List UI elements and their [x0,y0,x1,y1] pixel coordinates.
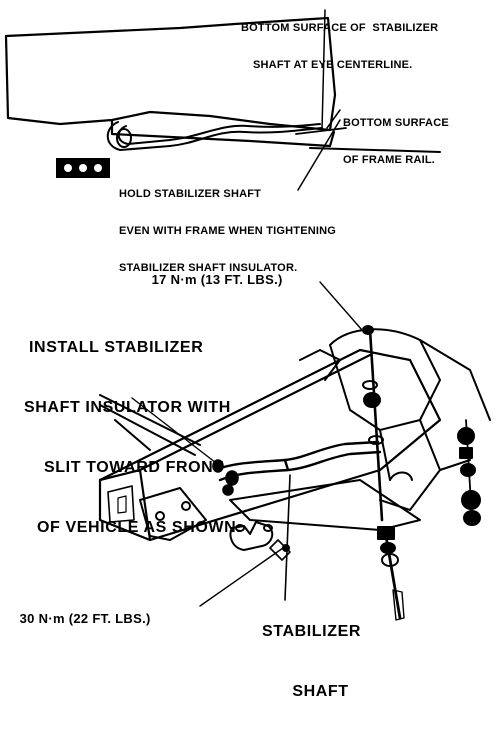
top-detail-leaders [297,9,341,191]
main-frame-rail [98,348,442,542]
lower-control-arm [229,471,421,531]
stabilizer-diagram: BOTTOM SURFACE OF STABILIZER SHAFT AT EY… [4,9,491,700]
label-install-insulator: INSTALL STABILIZER SHAFT INSULATOR WITH … [24,339,242,536]
label-torque-top: 17 N·m (13 FT. LBS.) [151,271,283,287]
label-stabilizer-shaft: STABILIZER SHAFT [262,623,362,700]
mounted-insulator [212,459,239,496]
link-bolt-right [457,419,481,526]
diagram-artwork [4,9,491,621]
label-bottom-frame: BOTTOM SURFACE OF FRAME RAIL. [343,116,449,166]
label-bottom-eye: BOTTOM SURFACE OF STABILIZER SHAFT AT EY… [241,21,439,71]
legend-badge-icon [56,158,110,178]
main-leaders [131,281,363,607]
label-torque-bottom: 30 N·m (22 FT. LBS.) [19,610,151,626]
stabilizer-eye [106,121,347,151]
crossmember [99,394,201,456]
legend-dot-icon [94,164,102,172]
stabilizer-shaft [213,440,382,482]
link-bolt-lower [377,526,405,621]
frame-rail-detail [4,16,441,153]
label-hold-shaft: HOLD STABILIZER SHAFT EVEN WITH FRAME WH… [119,187,337,274]
link-bolt-center [362,325,384,522]
legend-dot-icon [79,164,87,172]
mount-bracket-plate [139,487,207,541]
legend-dot-icon [64,164,72,172]
